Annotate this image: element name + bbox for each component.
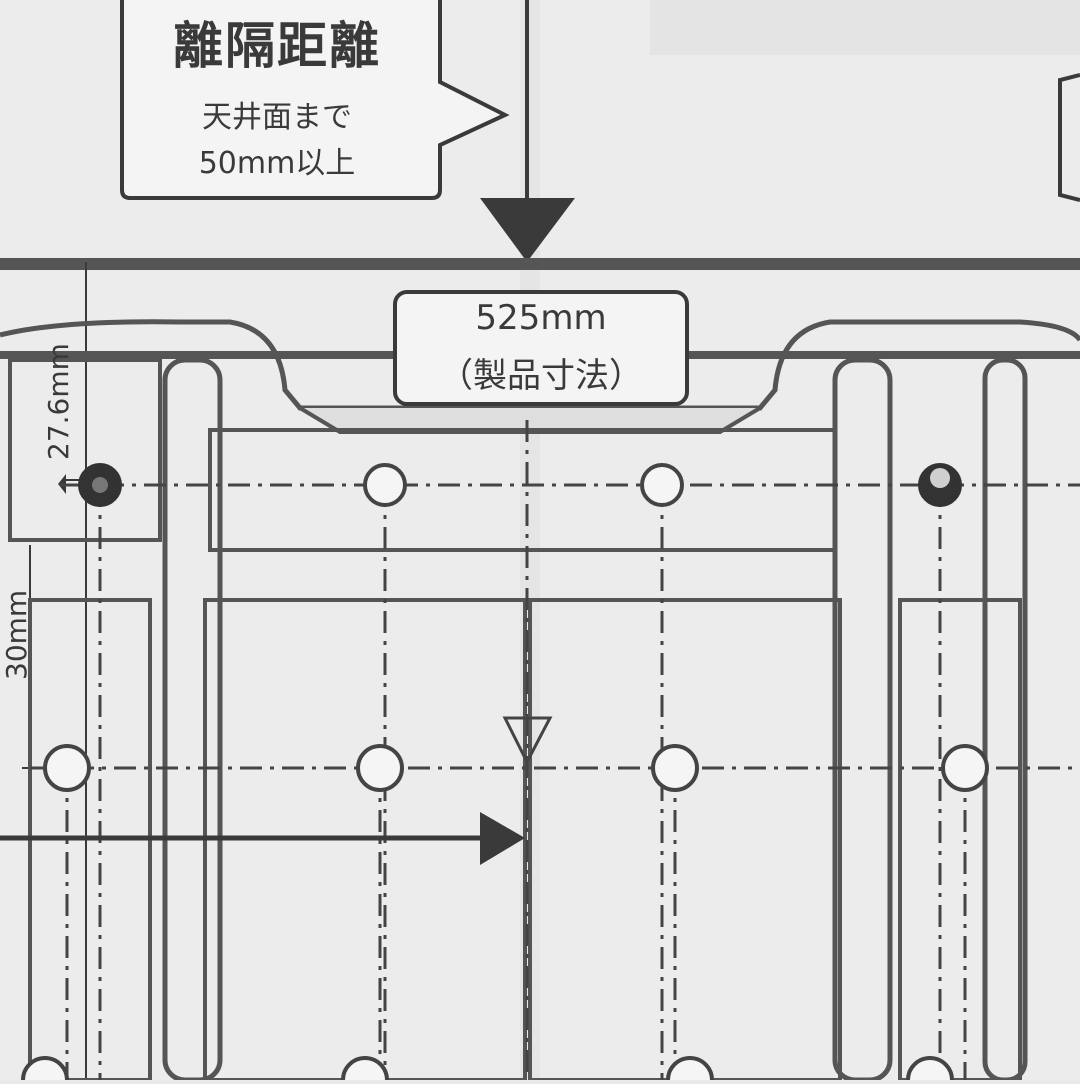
faint-box-top-right bbox=[650, 0, 1080, 55]
mounting-hole-icon bbox=[356, 744, 404, 792]
partial-callout-right bbox=[1058, 73, 1080, 202]
product-width-value: 525mm bbox=[475, 298, 607, 338]
mounting-hole-icon bbox=[43, 744, 91, 792]
callout-line-1: 天井面まで bbox=[202, 100, 352, 135]
mounting-holes-row-2 bbox=[43, 744, 989, 792]
mounting-hole-icon bbox=[363, 463, 407, 507]
center-marker-icon bbox=[502, 716, 553, 766]
width-label-box bbox=[393, 290, 689, 406]
down-arrow-icon bbox=[480, 198, 575, 262]
callout-title: 離隔距離 bbox=[173, 17, 381, 75]
product-width-caption: （製品寸法） bbox=[439, 356, 643, 396]
product-profile bbox=[0, 319, 1080, 411]
right-arrow-icon bbox=[480, 812, 525, 865]
mounting-hole-icon bbox=[640, 463, 684, 507]
mounting-holes-row-1 bbox=[78, 463, 962, 507]
mounting-hole-icon bbox=[651, 744, 699, 792]
callout-bubble bbox=[120, 0, 510, 200]
mounting-hole-icon bbox=[941, 744, 989, 792]
top-offset-dimension: 27.6mm bbox=[42, 343, 75, 460]
callout-line-2: 50mm以上 bbox=[198, 146, 356, 181]
ceiling-line bbox=[0, 258, 1080, 270]
hole-spacing-dimension: 30mm bbox=[0, 589, 33, 680]
